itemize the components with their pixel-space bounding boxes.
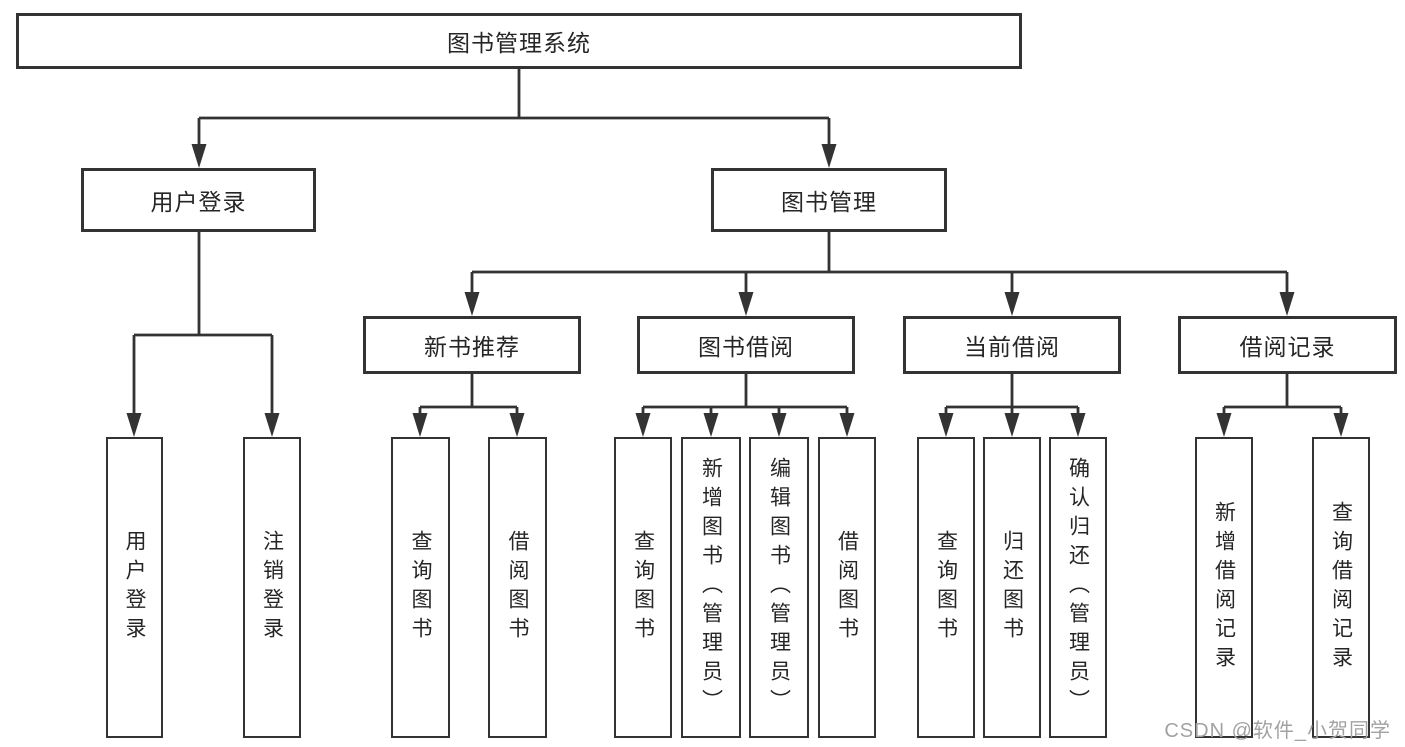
leaf-records-add-record: 新增借阅记录 [1195,437,1253,738]
leaf-recommend-query-books: 查询图书 [391,437,450,738]
node-label: 图书管理 [781,189,877,215]
node-new-book-recommend: 新书推荐 [363,316,581,374]
arrowheads [126,144,1349,437]
leaf-label: 查询图书 [409,529,432,646]
node-label: 图书管理系统 [447,30,591,56]
leaf-label: 查询借阅记录 [1329,500,1353,675]
node-label: 借阅记录 [1239,334,1336,360]
leaf-label: 编辑图书（管理员） [767,457,791,718]
leaf-recommend-borrow-books: 借阅图书 [488,437,547,738]
leaf-borrow-borrow-books: 借阅图书 [818,437,876,738]
leaf-borrow-add-books: 新增图书（管理员） [681,437,741,738]
node-root: 图书管理系统 [16,13,1022,69]
leaf-label: 新增借阅记录 [1212,500,1236,675]
leaf-records-query-record: 查询借阅记录 [1312,437,1370,738]
leaf-label: 用户登录 [123,529,146,646]
watermark-text: CSDN @软件_小贺同学 [1164,720,1391,742]
leaf-logout-login: 注销登录 [243,437,301,738]
leaf-label: 新增图书（管理员） [699,457,723,718]
node-borrow-records: 借阅记录 [1178,316,1397,374]
node-label: 当前借阅 [964,334,1060,360]
leaf-user-login: 用户登录 [106,437,163,738]
leaf-label: 借阅图书 [835,529,859,646]
leaf-label: 查询图书 [934,529,958,646]
node-current-borrow: 当前借阅 [903,316,1121,374]
leaf-borrow-query-books: 查询图书 [614,437,672,738]
leaf-current-confirm-return: 确认归还（管理员） [1049,437,1107,738]
node-label: 图书借阅 [698,334,794,360]
leaf-label: 查询图书 [631,529,655,646]
node-book-management: 图书管理 [711,168,947,232]
leaf-current-return-books: 归还图书 [983,437,1041,738]
leaf-label: 确认归还（管理员） [1066,457,1090,718]
leaf-label: 借阅图书 [506,529,529,646]
node-label: 新书推荐 [424,334,520,360]
leaf-borrow-edit-books: 编辑图书（管理员） [749,437,809,738]
leaf-label: 注销登录 [260,529,284,646]
node-label: 用户登录 [150,189,247,215]
node-book-borrow: 图书借阅 [637,316,855,374]
node-user-login: 用户登录 [81,168,316,232]
leaf-label: 归还图书 [1000,529,1024,646]
leaf-current-query-books: 查询图书 [917,437,975,738]
